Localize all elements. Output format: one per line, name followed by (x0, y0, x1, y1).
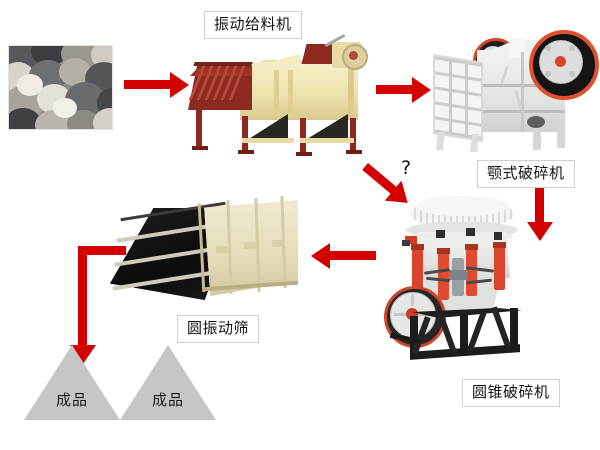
product-left-label: 成品 (55, 391, 88, 409)
vibrating-feeder-machine (182, 34, 372, 160)
label-vibrating-screen[interactable]: 圆振动筛 (177, 315, 260, 343)
label-cone-crusher[interactable]: 圆锥破碎机 (462, 379, 560, 407)
cone-crusher-machine (378, 196, 538, 366)
raw-material-image (8, 45, 113, 130)
jaw-crusher-machine (425, 28, 599, 156)
label-jaw-crusher[interactable]: 颚式破碎机 (477, 160, 575, 188)
product-triangle-shape (24, 345, 120, 420)
question-mark-annotation: ? (401, 157, 412, 179)
vibrating-screen-machine (110, 196, 300, 308)
product-pile-left: 成品 (24, 345, 120, 420)
label-vibrating-feeder[interactable]: 振动给料机 (204, 11, 302, 39)
product-pile-right: 成品 (120, 345, 216, 420)
product-right-label: 成品 (151, 391, 184, 409)
product-triangle-shape (120, 345, 216, 420)
